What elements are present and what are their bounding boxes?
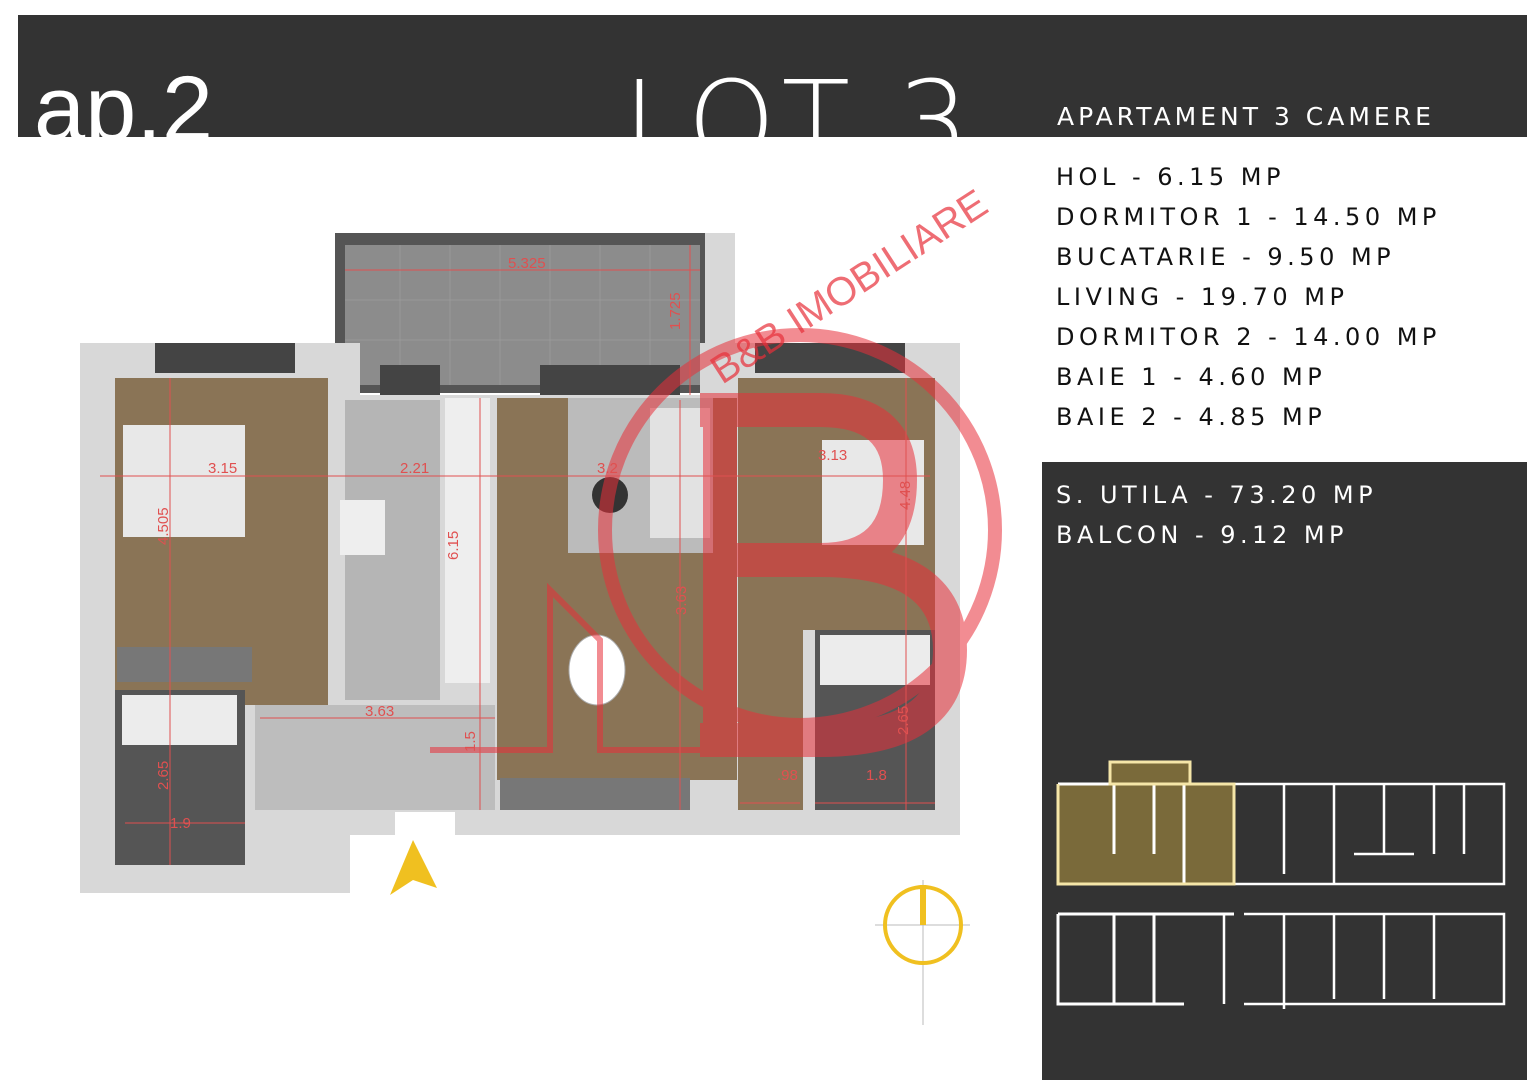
usable-area: S. UTILA - 73.20 MP — [1056, 481, 1378, 509]
dimension-label: 6.15 — [445, 531, 462, 560]
room-area: LIVING - 19.70 MP — [1056, 283, 1349, 311]
dimension-label: 2.65 — [155, 761, 172, 790]
dimension-label: 1.8 — [866, 767, 887, 784]
building-key-plan — [1056, 760, 1506, 1009]
dimension-label: 4.48 — [897, 481, 914, 510]
room-area-list: HOL - 6.15 MP DORMITOR 1 - 14.50 MP BUCA… — [1056, 162, 1441, 442]
dimension-label: 1.725 — [667, 292, 684, 330]
bed — [123, 425, 245, 537]
watermark-logo — [430, 328, 1002, 757]
dimension-label: 2.65 — [895, 706, 912, 735]
header-band: ap.2 LOT 3 — [18, 15, 1527, 137]
room-area: BUCATARIE - 9.50 MP — [1056, 243, 1396, 271]
dimension-label: 3.15 — [208, 460, 237, 477]
dimension-label: 3.63 — [365, 703, 394, 720]
dimension-label: 4.505 — [155, 507, 172, 545]
compass-icon — [875, 880, 970, 1025]
room-area: DORMITOR 2 - 14.00 MP — [1056, 323, 1441, 351]
dimension-label: 1.9 — [170, 815, 191, 832]
dimension-label: 5.325 — [508, 255, 546, 272]
dimension-label: 1.5 — [462, 731, 479, 752]
lot-title: LOT 3 — [623, 58, 975, 137]
dimension-label: 3.63 — [673, 586, 690, 615]
apartment-number: ap.2 — [34, 58, 214, 137]
totals-panel: S. UTILA - 73.20 MP BALCON - 9.12 MP — [1042, 462, 1527, 1080]
room-area: BAIE 2 - 4.85 MP — [1056, 403, 1327, 431]
balcony-area: BALCON - 9.12 MP — [1056, 521, 1349, 549]
room-area: HOL - 6.15 MP — [1056, 163, 1285, 191]
room-area: BAIE 1 - 4.60 MP — [1056, 363, 1327, 391]
dimension-label: .98 — [777, 767, 798, 784]
entrance-arrow-icon — [390, 840, 437, 895]
dimension-label: 2.21 — [400, 460, 429, 477]
hallway — [255, 705, 495, 810]
floor-plan: B&B IMOBILIARE 5.325 1.725 3.15 2.21 3.2… — [80, 181, 1002, 1025]
apartment-type: APARTAMENT 3 CAMERE — [1057, 102, 1435, 131]
room-area: DORMITOR 1 - 14.50 MP — [1056, 203, 1441, 231]
dimension-label: 3.13 — [818, 447, 847, 464]
dimension-label: 3.2 — [597, 460, 618, 477]
